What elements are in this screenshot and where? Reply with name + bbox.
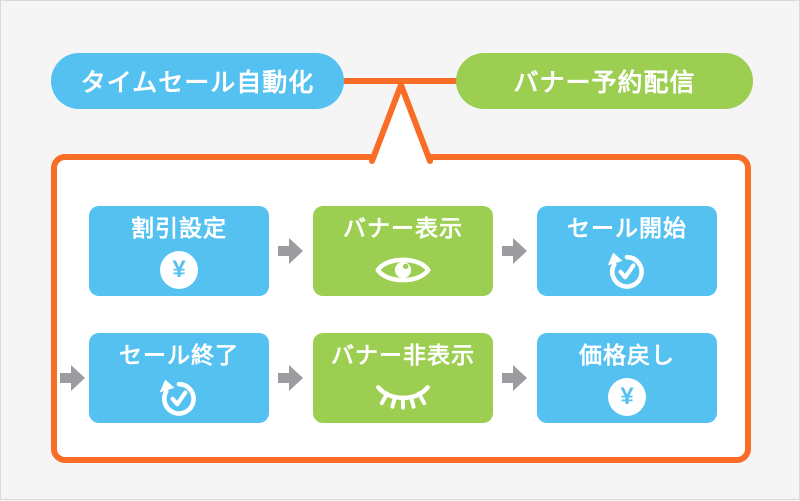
yen-circle-icon: ¥ [608,371,646,423]
clock-history-icon [157,371,201,423]
header-pill-banner-scheduled-delivery: バナー予約配信 [456,53,753,109]
flow-arrow-right-icon [60,365,85,391]
yen-circle-icon: ¥ [160,244,198,296]
flow-arrow-right-icon [278,238,303,264]
step-sale-start: セール開始 [537,206,717,296]
step-price-restore: 価格戻し ¥ [537,333,717,423]
header-pill-timesale-automation: タイムセール自動化 [51,53,344,109]
flow-arrow-right-icon [278,365,303,391]
eye-icon [374,244,432,296]
pill-label: タイムセール自動化 [80,69,315,97]
step-label: セール開始 [567,215,687,241]
flow-arrow-right-icon [502,365,527,391]
step-banner-hide: バナー非表示 [313,333,493,423]
clock-history-icon [605,244,649,296]
step-banner-show: バナー表示 [313,206,493,296]
pill-label: バナー予約配信 [513,69,696,97]
flow-arrow-right-icon [502,238,527,264]
step-label: バナー表示 [343,215,463,241]
bubble-pointer-outline [369,82,433,164]
step-label: バナー非表示 [331,342,475,368]
step-discount-setting: 割引設定 ¥ [89,206,269,296]
step-label: 割引設定 [131,215,227,241]
step-label: セール終了 [119,342,239,368]
eye-closed-icon [374,371,432,423]
step-label: 価格戻し [579,342,675,368]
bubble-pointer-fill [371,84,431,162]
step-sale-end: セール終了 [89,333,269,423]
